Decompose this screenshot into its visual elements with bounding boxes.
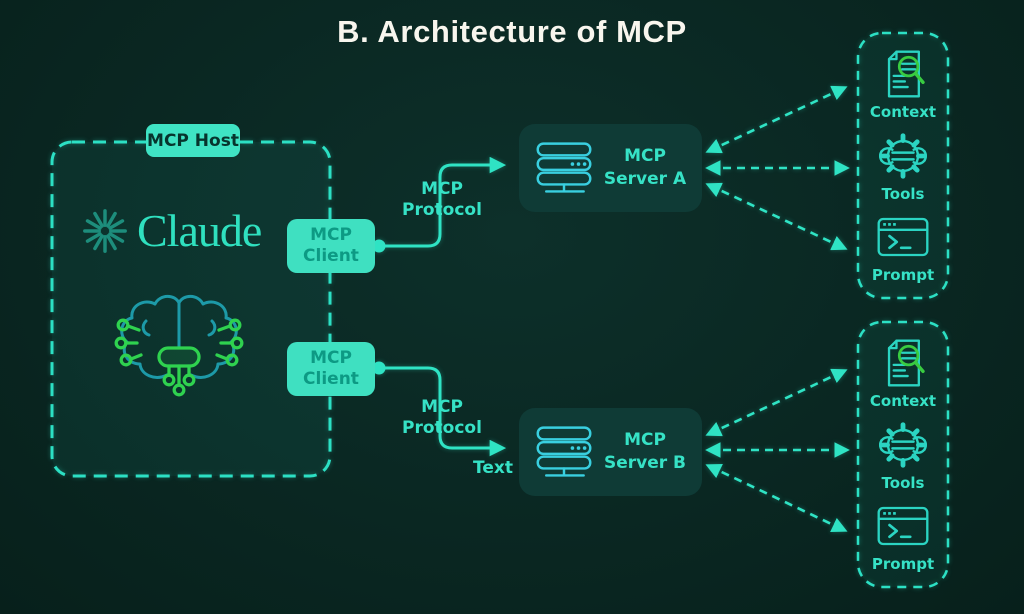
resource-group-a: Context Tools Prompt bbox=[858, 33, 948, 298]
mcp-client-2: MCP Client bbox=[287, 342, 375, 396]
mcp-client-1-label-line2: Client bbox=[303, 246, 359, 266]
gear-wrench-icon bbox=[876, 129, 930, 183]
claude-spark-icon bbox=[83, 209, 127, 253]
document-search-icon bbox=[887, 338, 925, 387]
connector-dot-top bbox=[372, 239, 386, 253]
mcp-server-b-label: MCP Server B bbox=[603, 430, 687, 473]
resource-group-b-border bbox=[856, 320, 950, 589]
resource-prompt: Prompt bbox=[872, 499, 934, 573]
mcp-server-a: MCP Server A bbox=[519, 124, 702, 212]
mcp-client-1-label-line1: MCP bbox=[310, 225, 352, 245]
client-server-connectors bbox=[380, 156, 507, 457]
resource-group-a-border bbox=[856, 31, 950, 300]
mcp-client-2-label-line2: Client bbox=[303, 369, 359, 389]
connector-dot-bottom bbox=[372, 361, 386, 375]
server-stack-icon bbox=[536, 142, 592, 193]
mcp-server-a-label: MCP Server A bbox=[603, 146, 687, 189]
terminal-icon bbox=[877, 506, 929, 546]
claude-logo: Claude bbox=[80, 205, 262, 256]
mcp-client-1: MCP Client bbox=[287, 219, 375, 273]
mcp-client-2-label-line1: MCP bbox=[310, 348, 352, 368]
resource-tools: Tools bbox=[876, 129, 930, 203]
mcp-host-label: MCP Host bbox=[146, 124, 240, 157]
resource-prompt: Prompt bbox=[872, 210, 934, 284]
resource-context: Context bbox=[870, 47, 936, 121]
mcp-host-border bbox=[50, 140, 332, 478]
terminal-icon bbox=[877, 217, 929, 257]
diagram-title: B. Architecture of MCP bbox=[337, 14, 687, 49]
document-search-icon bbox=[887, 49, 925, 98]
claude-wordmark: Claude bbox=[137, 205, 262, 256]
ai-brain-icon bbox=[114, 294, 244, 397]
resource-context: Context bbox=[870, 336, 936, 410]
resource-tools: Tools bbox=[876, 418, 930, 492]
mcp-protocol-label-top: MCP Protocol bbox=[402, 179, 482, 220]
server-stack-icon bbox=[536, 426, 592, 477]
gear-wrench-icon bbox=[876, 418, 930, 472]
resource-group-b: Context Tools Prompt bbox=[858, 322, 948, 587]
mcp-server-b: MCP Server B bbox=[519, 408, 702, 496]
server-resource-arrows bbox=[705, 85, 850, 533]
mcp-protocol-label-bottom: MCP Protocol bbox=[402, 397, 482, 438]
text-annotation: Text bbox=[473, 458, 513, 478]
